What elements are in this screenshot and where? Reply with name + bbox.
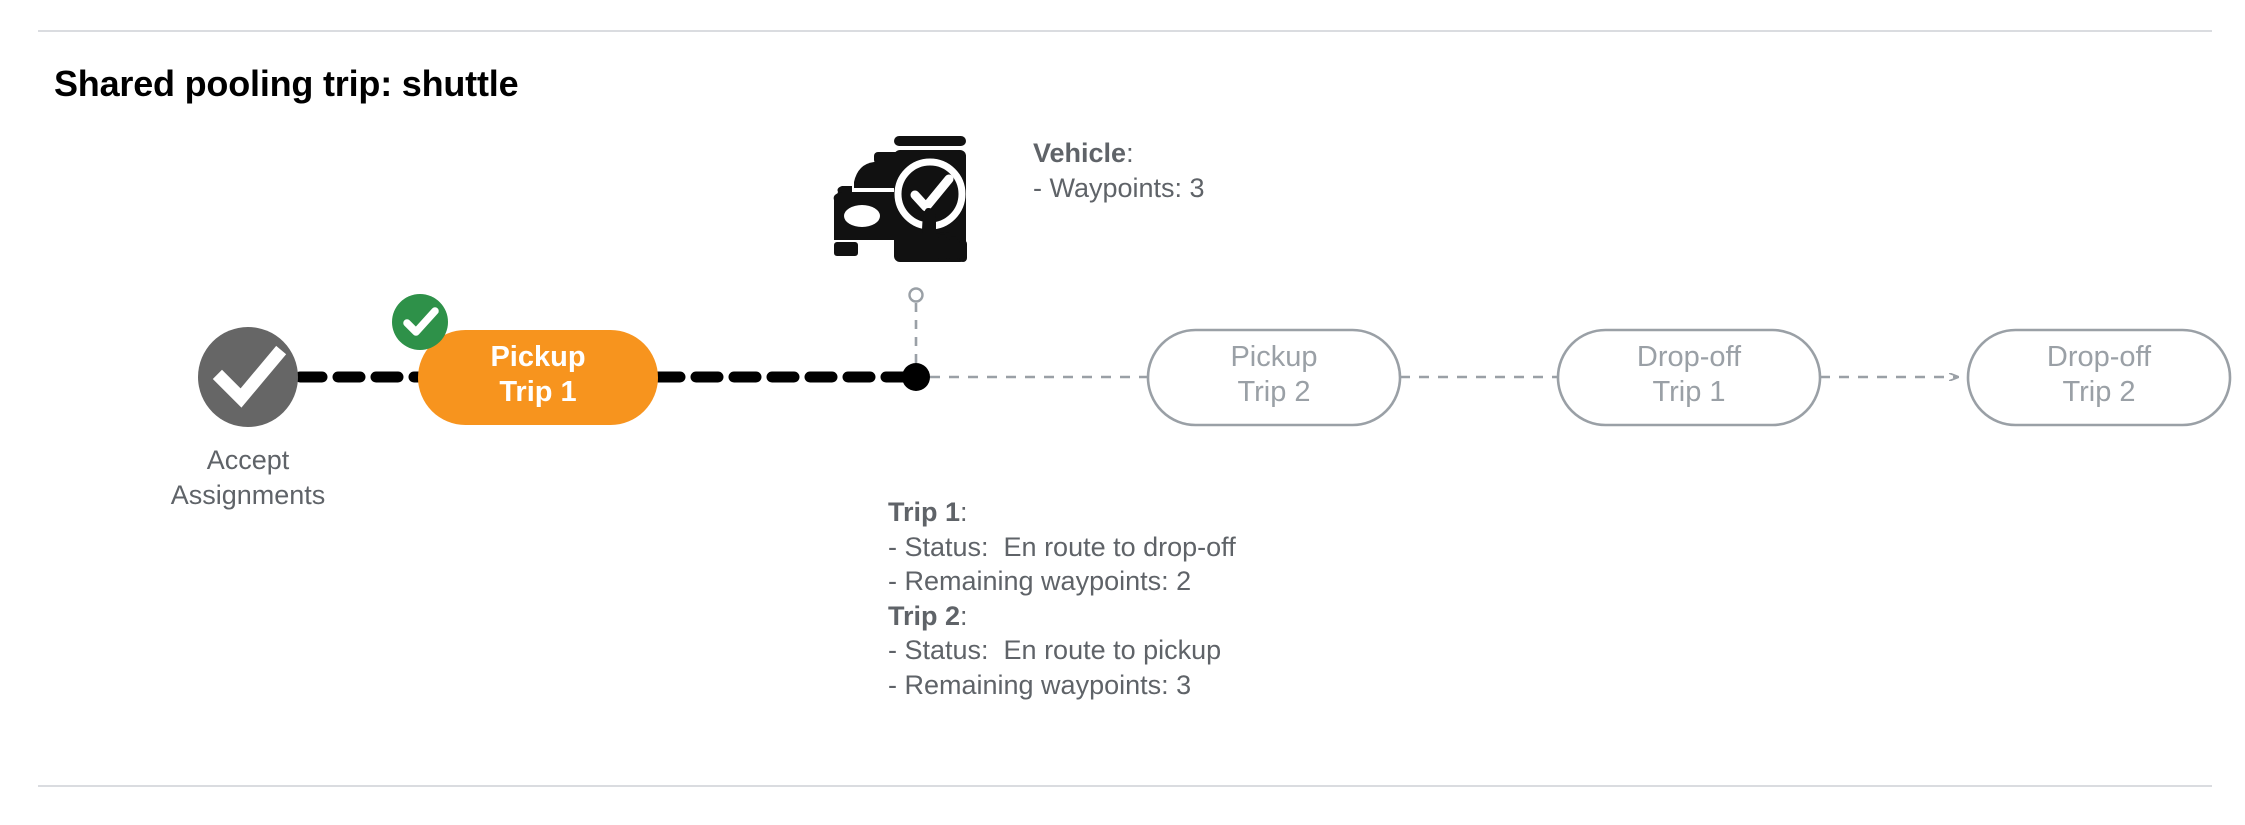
trip-2-annotation: Trip 2: - Status: En route to pickup - R… bbox=[888, 599, 1236, 703]
vehicle-waypoints-row: - Waypoints: 3 bbox=[1033, 172, 1205, 203]
trip-2-waypoints-row: - Remaining waypoints: 3 bbox=[888, 669, 1192, 700]
trip-1-heading-colon: : bbox=[960, 497, 968, 527]
vehicle-annotation: Vehicle: - Waypoints: 3 bbox=[1033, 136, 1205, 205]
bottom-divider bbox=[38, 785, 2212, 787]
node-pickup-trip-1[interactable] bbox=[418, 330, 658, 425]
accept-assignments-circle[interactable] bbox=[198, 327, 298, 427]
node-dropoff-trip-1[interactable] bbox=[1556, 328, 1822, 427]
accept-assignments-caption: Accept Assignments bbox=[170, 445, 326, 510]
trip-1-heading-text: Trip 1 bbox=[888, 497, 961, 527]
trip-2-heading-text: Trip 2 bbox=[888, 600, 961, 631]
car-phone-check-icon bbox=[818, 122, 968, 267]
node-pickup-trip-2[interactable] bbox=[1146, 328, 1402, 427]
page-title: Shared pooling trip: shuttle bbox=[54, 63, 519, 104]
check-circle-icon bbox=[212, 345, 287, 408]
trip-2-heading: Trip 2: bbox=[888, 599, 1236, 634]
trip-2-status-row: - Status: En route to pickup bbox=[888, 635, 1222, 666]
vehicle-annotation-heading: Vehicle: bbox=[1033, 136, 1205, 171]
trip-2-heading-colon: : bbox=[960, 600, 968, 631]
trip-1-status-row: - Status: En route to drop-off bbox=[888, 531, 1236, 562]
trip-1-heading: Trip 1: bbox=[888, 495, 1236, 530]
vehicle-heading-colon: : bbox=[1126, 138, 1134, 168]
trip-annotations: Trip 1: - Status: En route to drop-off -… bbox=[888, 495, 1236, 702]
top-divider bbox=[38, 30, 2212, 32]
trip-1-waypoints-row: - Remaining waypoints: 2 bbox=[888, 566, 1192, 597]
trip-1-annotation: Trip 1: - Status: En route to drop-off -… bbox=[888, 495, 1236, 599]
vehicle-position-marker[interactable] bbox=[902, 363, 930, 391]
node-dropoff-trip-2[interactable] bbox=[1966, 328, 2232, 427]
vehicle-heading-text: Vehicle bbox=[1033, 138, 1127, 168]
check-badge-glyph bbox=[403, 307, 439, 336]
vehicle-leader-anchor bbox=[908, 287, 924, 303]
